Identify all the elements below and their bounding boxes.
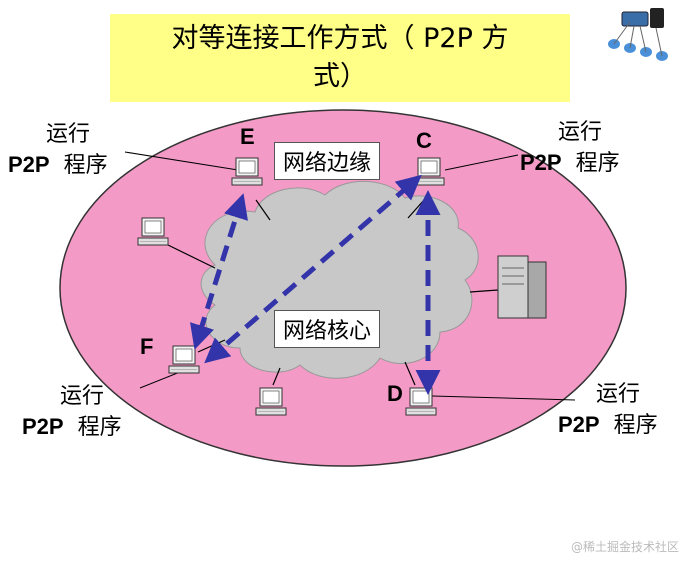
network-core-label: 网络核心 xyxy=(274,310,381,348)
node-label-D: D xyxy=(387,381,403,406)
annotation-p2p-text: P2P xyxy=(558,412,600,437)
annotation-program-text: 程序 xyxy=(63,153,108,178)
network-logo-icon xyxy=(608,8,668,61)
annotation-run-p2p-C: 运行 P2P 程序 xyxy=(520,118,620,179)
title-line2: 式） xyxy=(313,61,367,92)
annotation-run-text: 运行 xyxy=(46,122,91,147)
annotation-program-text: 程序 xyxy=(77,415,122,440)
callout-lines xyxy=(124,151,576,401)
network-edge-label: 网络边缘 xyxy=(274,142,381,180)
annotation-run-text: 运行 xyxy=(60,384,105,409)
annotation-run-text: 运行 xyxy=(596,382,641,407)
annotation-run-p2p-F: 运行 P2P 程序 xyxy=(22,382,122,443)
annotation-p2p-text: P2P xyxy=(8,152,50,177)
title-box: 对等连接工作方式（ P2P 方 式） xyxy=(110,14,570,102)
server-icon xyxy=(497,255,547,319)
node-label-E: E xyxy=(240,124,255,149)
annotation-run-p2p-E: 运行 P2P 程序 xyxy=(8,120,108,181)
annotation-program-text: 程序 xyxy=(575,151,620,176)
computer-E-icon xyxy=(231,157,263,186)
p2p-arrows xyxy=(190,174,441,395)
computer-C-icon xyxy=(413,157,445,186)
node-label-F: F xyxy=(140,334,154,359)
computer-icon xyxy=(137,217,169,246)
computer-D-icon xyxy=(405,387,437,416)
annotation-run-text: 运行 xyxy=(558,120,603,145)
title-line1: 对等连接工作方式（ P2P 方 xyxy=(171,23,509,54)
node-label-C: C xyxy=(416,128,432,153)
computer-icon xyxy=(255,387,287,416)
annotation-program-text: 程序 xyxy=(613,413,658,438)
annotation-p2p-text: P2P xyxy=(520,150,562,175)
annotation-run-p2p-D: 运行 P2P 程序 xyxy=(558,380,658,441)
computer-F-icon xyxy=(168,345,200,374)
annotation-p2p-text: P2P xyxy=(22,414,64,439)
watermark: @稀土掘金技术社区 xyxy=(570,540,679,554)
